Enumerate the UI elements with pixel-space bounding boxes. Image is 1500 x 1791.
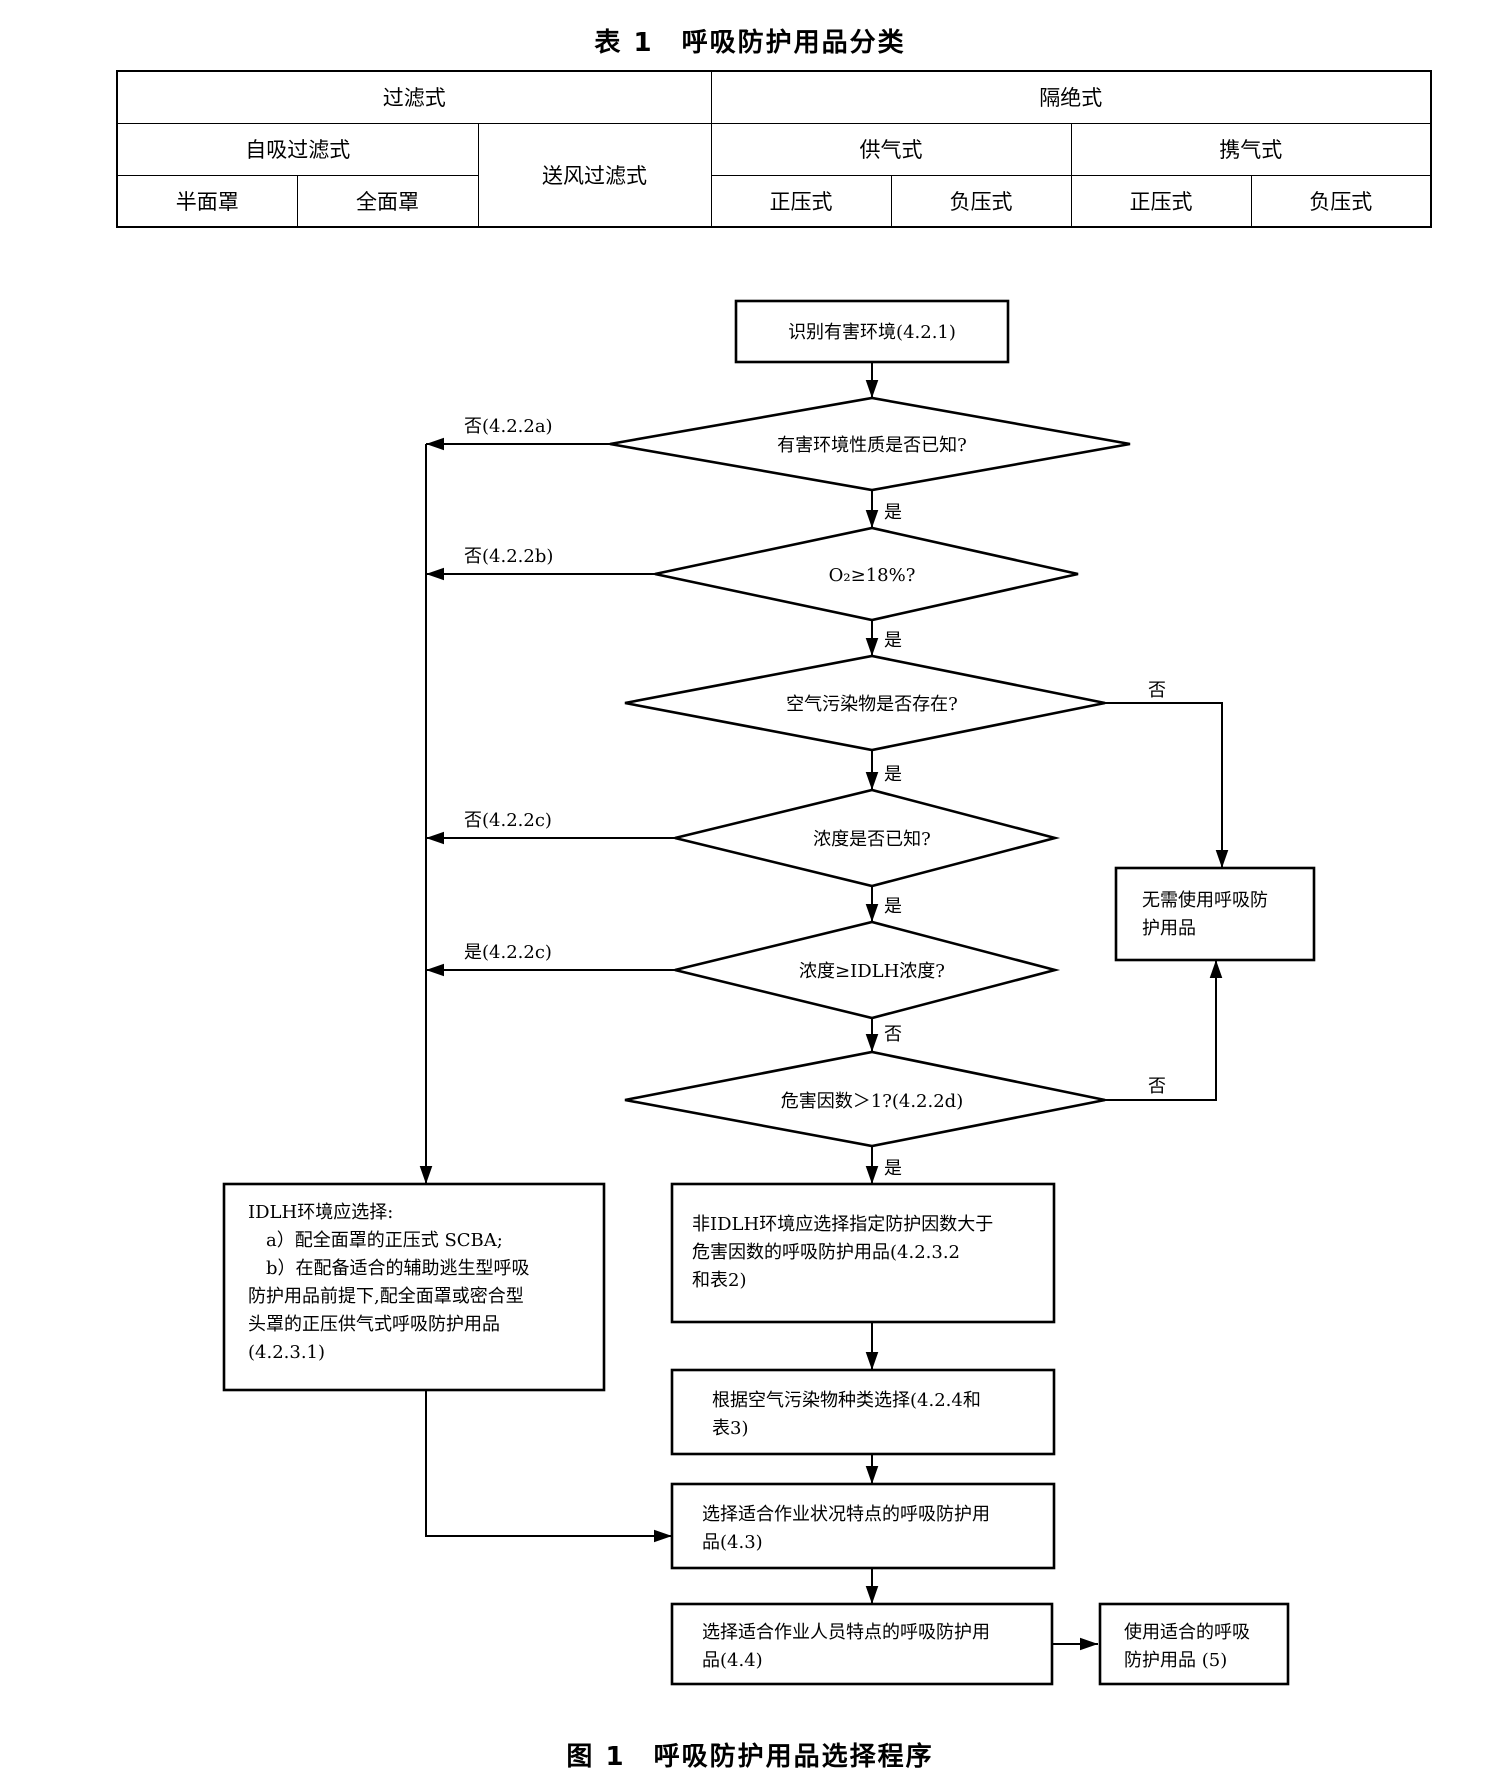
node-idlh-line5: 头罩的正压供气式呼吸防护用品: [248, 1314, 500, 1335]
edge-label-yes-5: 是: [884, 1158, 902, 1179]
node-by-type: [670, 1368, 1056, 1456]
edge-label-yes-1: 是: [884, 502, 902, 523]
edge-label-yes-c: 是(4.2.2c): [464, 942, 552, 963]
classification-table: 过滤式 隔绝式 自吸过滤式 送风过滤式 供气式 携气式 半面罩 全面罩 正压式 …: [116, 70, 1432, 228]
figure-title: 图 1 呼吸防护用品选择程序: [566, 1742, 934, 1772]
edge-label-yes-4: 是: [884, 896, 902, 917]
edge-label-yes-2: 是: [884, 630, 902, 651]
cell-full-mask: 全面罩: [296, 174, 479, 228]
edge-hazard-no: [1105, 960, 1223, 1101]
node-non-idlh: [670, 1182, 1056, 1324]
node-use: [1098, 1602, 1290, 1686]
node-hazard-label: 危害因数＞1?(4.2.2d): [781, 1091, 963, 1112]
node-idlh-line4: 防护用品前提下,配全面罩或密合型: [248, 1286, 524, 1307]
node-idlh-line2: a）配全面罩的正压式 SCBA;: [266, 1230, 503, 1251]
node-idlh-line1: IDLH环境应选择:: [248, 1202, 393, 1223]
cell-carried-negative: 负压式: [1250, 174, 1432, 228]
edge-label-no-2: 否: [1148, 680, 1166, 701]
node-idlh-check: [674, 920, 1061, 1020]
cell-supplied-negative: 负压式: [890, 174, 1072, 228]
node-non-idlh-line1: 非IDLH环境应选择指定防护因数大于: [692, 1214, 993, 1235]
node-oxygen-label: O₂≥18%?: [829, 565, 916, 586]
cell-carried-positive: 正压式: [1070, 174, 1252, 228]
node-identify: [734, 299, 1010, 364]
edge-label-no-3: 否: [1148, 1076, 1166, 1097]
node-hazard: [624, 1050, 1106, 1148]
node-person-line1: 选择适合作业人员特点的呼吸防护用: [702, 1622, 990, 1643]
edge-label-no-c: 否(4.2.2c): [464, 810, 552, 831]
edge-label-no-1: 否: [884, 1024, 902, 1045]
node-non-idlh-line3: 和表2): [692, 1270, 746, 1291]
edge-idlh-work: [425, 1390, 672, 1543]
cell-supplied-positive: 正压式: [710, 174, 892, 228]
node-no-need-line2: 护用品: [1142, 918, 1196, 939]
node-oxygen: [654, 526, 1079, 622]
node-conc-known: [674, 788, 1061, 888]
node-idlh-line6: (4.2.3.1): [248, 1342, 325, 1363]
node-person: [670, 1602, 1054, 1686]
node-conc-known-label: 浓度是否已知?: [813, 829, 931, 850]
edge-pollutant-no: [1105, 702, 1229, 868]
cell-half-mask: 半面罩: [116, 174, 298, 228]
edge-label-no-b: 否(4.2.2b): [464, 546, 553, 567]
node-by-type-line1: 根据空气污染物种类选择(4.2.4和: [712, 1390, 981, 1411]
node-work-line2: 品(4.3): [702, 1532, 763, 1553]
header-self-priming: 自吸过滤式: [116, 122, 479, 176]
table-title: 表 1 呼吸防护用品分类: [594, 28, 906, 58]
header-powered: 送风过滤式: [477, 122, 712, 228]
node-idlh-line3: b）在配备适合的辅助逃生型呼吸: [266, 1258, 530, 1279]
node-identify-label: 识别有害环境(4.2.1): [788, 322, 956, 343]
node-pollutant: [624, 654, 1106, 752]
node-use-line2: 防护用品 (5): [1124, 1650, 1227, 1671]
node-pollutant-label: 空气污染物是否存在?: [786, 694, 958, 715]
node-person-line2: 品(4.4): [702, 1650, 763, 1671]
node-idlh: [222, 1182, 606, 1392]
edge-label-yes-3: 是: [884, 764, 902, 785]
node-work: [670, 1482, 1056, 1570]
node-idlh-check-label: 浓度≥IDLH浓度?: [799, 961, 945, 982]
header-supplied: 供气式: [710, 122, 1072, 176]
node-no-need: [1114, 866, 1316, 962]
node-known-label: 有害环境性质是否已知?: [777, 435, 967, 456]
node-use-line1: 使用适合的呼吸: [1124, 1622, 1250, 1643]
node-work-line1: 选择适合作业状况特点的呼吸防护用: [702, 1504, 990, 1525]
node-non-idlh-line2: 危害因数的呼吸防护用品(4.2.3.2: [692, 1242, 960, 1263]
node-by-type-line2: 表3): [712, 1418, 748, 1439]
edge-label-no-a: 否(4.2.2a): [464, 416, 553, 437]
node-no-need-line1: 无需使用呼吸防: [1142, 890, 1268, 911]
node-known: [609, 396, 1131, 492]
header-carried: 携气式: [1070, 122, 1432, 176]
